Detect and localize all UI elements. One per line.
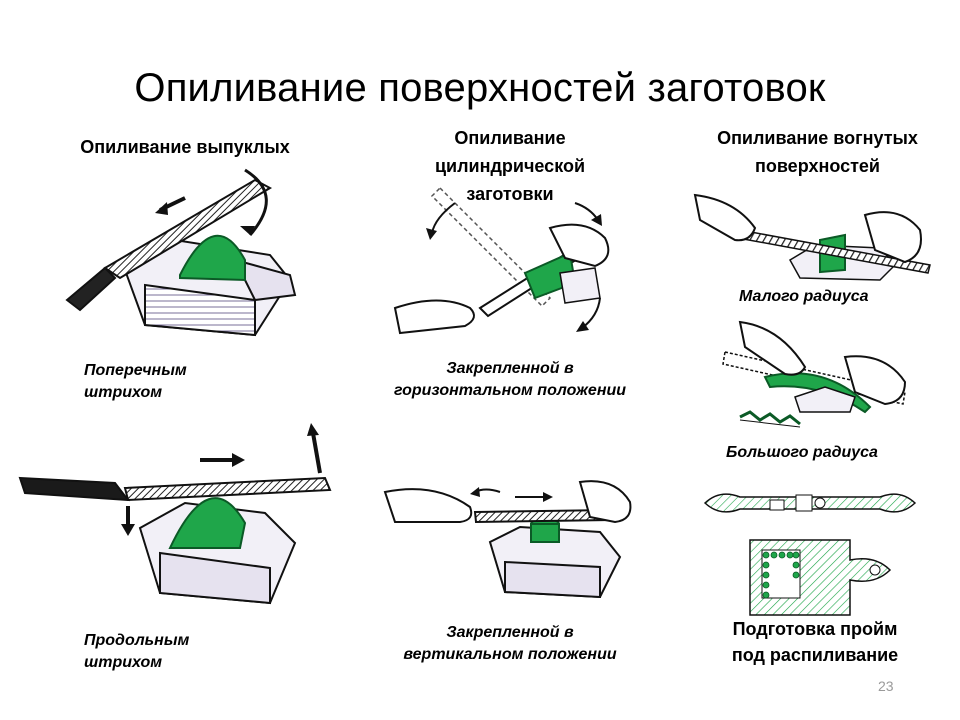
caption-cylindrical-vertical-line-1: Закрепленной в: [446, 624, 574, 641]
caption-concave-small: Малого радиуса: [739, 288, 869, 305]
heading-cylindrical-line-2: цилиндрической: [434, 156, 586, 176]
caption-convex-longitudinal: Продольным штрихом: [84, 630, 189, 674]
caption-openings-line-1: Подготовка пройм: [732, 619, 898, 639]
illustration-concave-large-radius: [722, 320, 907, 428]
heading-convex: Опиливание выпуклых: [80, 137, 290, 157]
caption-cylindrical-horizontal-line-1: Закрепленной в: [446, 360, 574, 377]
caption-convex-transverse-line-2: штрихом: [84, 384, 163, 401]
caption-convex-transverse-line-1: Поперечным: [84, 362, 187, 379]
caption-convex-transverse: Поперечным штрихом: [84, 360, 187, 404]
caption-convex-longitudinal-line-1: Продольным: [84, 632, 190, 649]
caption-cylindrical-horizontal-line-2: горизонтальном положении: [393, 382, 627, 399]
caption-cylindrical-vertical-line-2: вертикальном положении: [403, 646, 617, 663]
caption-openings: Подготовка пройм под распиливание: [690, 616, 940, 668]
heading-cylindrical: Опиливание цилиндрической заготовки: [380, 124, 640, 208]
heading-cylindrical-line-1: Опиливание: [454, 128, 566, 148]
illustration-cylindrical-vertical: [383, 480, 632, 599]
illustration-convex-transverse: [65, 168, 297, 337]
heading-cylindrical-line-3: заготовки: [466, 184, 554, 204]
caption-concave-large: Большого радиуса: [726, 444, 878, 461]
caption-cylindrical-vertical: Закрепленной в вертикальном положении: [370, 622, 650, 666]
heading-concave-line-1: Опиливание вогнутых: [717, 128, 918, 148]
illustration-convex-longitudinal: [18, 423, 332, 605]
illustration-cylindrical-horizontal: [393, 186, 610, 335]
heading-concave: Опиливание вогнутых поверхностей: [680, 124, 955, 180]
slide-title: Опиливание поверхностей заготовок: [134, 66, 826, 110]
page-number: 23: [878, 678, 894, 694]
caption-cylindrical-horizontal: Закрепленной в горизонтальном положении: [370, 358, 650, 402]
heading-concave-line-2: поверхностей: [754, 156, 880, 176]
illustration-concave-small-radius: [693, 193, 931, 281]
caption-openings-line-2: под распиливание: [731, 645, 899, 665]
illustration-openings-preparation: [703, 493, 917, 616]
caption-convex-longitudinal-line-2: штрихом: [84, 654, 163, 671]
